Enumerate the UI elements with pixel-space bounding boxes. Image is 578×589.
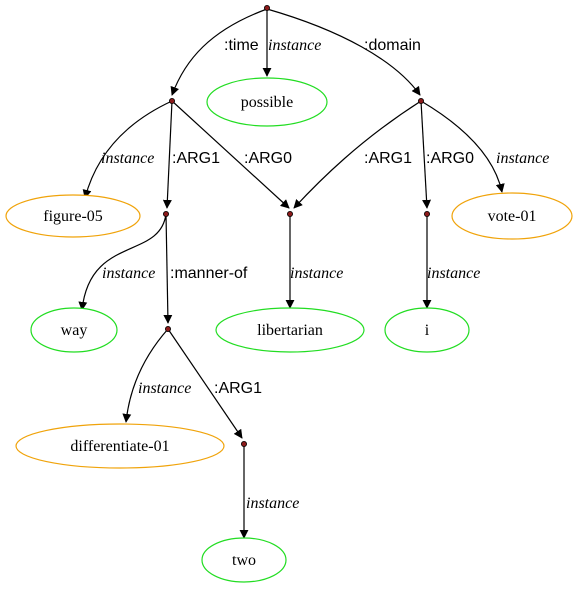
label-domain: :domain bbox=[364, 37, 421, 54]
variable-node-n5 bbox=[286, 210, 293, 217]
variable-nodes bbox=[162, 5, 430, 447]
label-n2-arg0: :ARG0 bbox=[426, 150, 474, 167]
concept-node-possible: possible bbox=[206, 77, 328, 127]
label-n6-instance: instance bbox=[427, 265, 480, 282]
edge-n3-instance bbox=[78, 213, 167, 311]
edge-domain bbox=[266, 8, 421, 96]
concept-node-libertarian: libertarian bbox=[215, 307, 365, 353]
svg-text:two: two bbox=[232, 552, 256, 569]
label-time: :time bbox=[224, 37, 259, 54]
edge-n1-arg0 bbox=[171, 100, 290, 209]
svg-text:differentiate-01: differentiate-01 bbox=[70, 438, 169, 455]
label-n7-instance: instance bbox=[246, 495, 299, 512]
label-n3-instance: instance bbox=[102, 265, 155, 282]
variable-node-n2 bbox=[417, 98, 424, 105]
edge-time bbox=[170, 8, 268, 96]
label-n1-instance: instance bbox=[101, 150, 154, 167]
variable-node-n6 bbox=[423, 210, 430, 217]
label-n4-arg1: :ARG1 bbox=[214, 380, 262, 397]
label-n1-arg0: :ARG0 bbox=[244, 150, 292, 167]
svg-text:figure-05: figure-05 bbox=[43, 208, 103, 225]
edge-n2-instance bbox=[420, 100, 505, 193]
label-n2-arg1: :ARG1 bbox=[364, 150, 412, 167]
edge-n3-manner-of bbox=[163, 213, 173, 324]
concept-node-vote-01: vote-01 bbox=[451, 192, 573, 240]
edges bbox=[78, 8, 505, 539]
concept-nodes: possible figure-05 vote-01 way libertari… bbox=[5, 77, 573, 583]
edge-n1-instance bbox=[82, 100, 173, 199]
variable-node-n1 bbox=[168, 98, 175, 105]
edge-n4-arg1 bbox=[167, 328, 243, 439]
label-n5-instance: instance bbox=[290, 265, 343, 282]
svg-text:i: i bbox=[425, 322, 430, 339]
concept-node-two: two bbox=[201, 537, 287, 583]
label-n3-manner-of: :manner-of bbox=[170, 265, 248, 282]
label-root-instance: instance bbox=[268, 37, 321, 54]
concept-node-i: i bbox=[384, 307, 470, 353]
edge-n1-arg1 bbox=[162, 100, 173, 209]
svg-text:way: way bbox=[61, 322, 88, 339]
concept-node-differentiate-01: differentiate-01 bbox=[15, 423, 225, 469]
variable-node-n3 bbox=[162, 210, 169, 217]
svg-text:libertarian: libertarian bbox=[257, 322, 323, 339]
concept-node-figure-05: figure-05 bbox=[5, 194, 141, 238]
edge-labels: :time instance :domain instance :ARG1 :A… bbox=[101, 37, 549, 512]
label-n1-arg1: :ARG1 bbox=[172, 150, 220, 167]
edge-n2-arg1 bbox=[293, 100, 422, 209]
label-n2-instance: instance bbox=[496, 150, 549, 167]
edge-n2-arg0 bbox=[420, 100, 432, 209]
svg-text:possible: possible bbox=[241, 94, 293, 111]
edge-n4-instance bbox=[122, 328, 169, 423]
label-n4-instance: instance bbox=[138, 380, 191, 397]
concept-node-way: way bbox=[30, 307, 118, 353]
variable-node-n7 bbox=[240, 440, 247, 447]
svg-text:vote-01: vote-01 bbox=[488, 208, 537, 225]
variable-node-n4 bbox=[164, 325, 171, 332]
variable-node-root bbox=[263, 5, 270, 11]
